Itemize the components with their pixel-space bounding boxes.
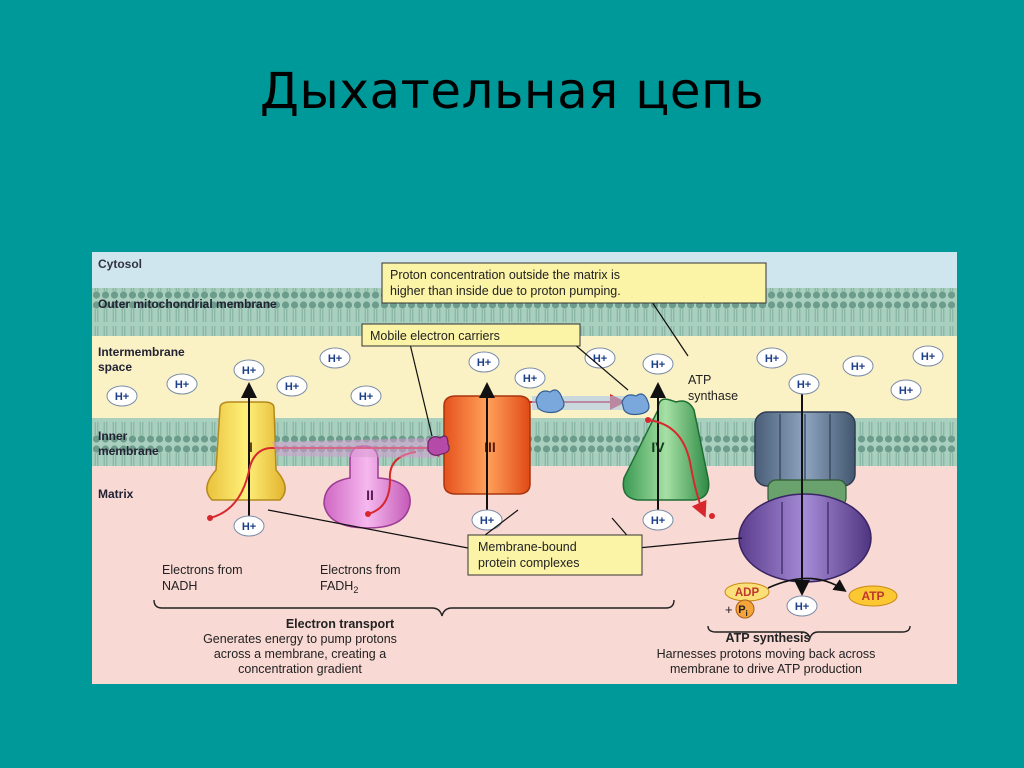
proton-h-plus-label: H+: [921, 351, 935, 363]
plus-sign: +: [725, 602, 733, 617]
cytochrome-c-carrier: [621, 393, 650, 416]
cytosol-label: Cytosol: [98, 257, 142, 271]
atp-synthesis-line-1: Harnesses protons moving back across: [657, 647, 876, 661]
proton-h-plus-badge: H+: [788, 373, 820, 395]
phosphate-subscript: i: [746, 609, 748, 618]
proton-h-plus-badge: H+: [233, 359, 265, 381]
proton-h-plus-badge: H+: [786, 595, 818, 617]
mobile-carriers-text: Mobile electron carriers: [370, 329, 500, 343]
proton-h-plus-badge: H+: [233, 515, 265, 537]
complex-i: [206, 401, 286, 501]
proton-concentration-callout: [381, 262, 767, 304]
proton-concentration-text-2: higher than inside due to proton pumping…: [390, 284, 621, 298]
intermembrane-label-1: Intermembrane: [98, 345, 185, 359]
proton-h-plus-label: H+: [851, 361, 865, 373]
membrane-bound-text-1: Membrane-bound: [478, 540, 577, 554]
proton-ions: H+ H+ H+ H+ H+ H+ H+ H+ H+ H+ H+ H+ H+ H+ H+ H+ H+ H+ H+: [106, 345, 944, 617]
mobile-carriers-callout: [361, 323, 581, 347]
atp-synthase: [738, 411, 872, 583]
proton-h-plus-badge: H+: [756, 347, 788, 369]
slide-title: Дыхательная цепь: [259, 62, 765, 120]
proton-h-plus-badge: H+: [584, 347, 616, 369]
complex-iv: [622, 398, 710, 501]
proton-h-plus-label: H+: [795, 601, 809, 613]
carrier-stream: [272, 438, 436, 458]
proton-h-plus-badge: H+: [642, 509, 674, 531]
proton-h-plus-label: H+: [523, 373, 537, 385]
proton-h-plus-label: H+: [175, 379, 189, 391]
proton-h-plus-badge: H+: [106, 385, 138, 407]
proton-h-plus-badge: H+: [276, 375, 308, 397]
proton-h-plus-badge: H+: [350, 385, 382, 407]
proton-h-plus-badge: H+: [514, 367, 546, 389]
electron-transport-line-2: across a membrane, creating a: [214, 647, 386, 661]
adp-label: ADP: [735, 587, 760, 599]
complex-i-label: I: [249, 439, 253, 455]
inner-membrane-label-2: membrane: [98, 444, 159, 458]
electron-dot: [207, 515, 213, 521]
phosphate-label: Pi: [738, 604, 748, 618]
atp-label: ATP: [861, 589, 884, 603]
proton-h-plus-badge: H+: [166, 373, 198, 395]
electrons-from-fadh-1: Electrons from: [320, 563, 401, 577]
fadh-subscript: 2: [353, 585, 358, 595]
proton-h-plus-label: H+: [651, 515, 665, 527]
proton-h-plus-label: H+: [477, 357, 491, 369]
electron-transport-title: Electron transport: [286, 617, 395, 631]
proton-h-plus-label: H+: [765, 353, 779, 365]
proton-h-plus-badge: H+: [842, 355, 874, 377]
cytochrome-c-carrier: [535, 389, 565, 414]
electron-path-complex-iv: [647, 419, 707, 518]
atp-production-arrow: [767, 577, 847, 592]
proton-h-plus-badge: H+: [890, 379, 922, 401]
complex-ii-label: II: [366, 487, 374, 503]
electrons-from-nadh-2: NADH: [162, 579, 197, 593]
proton-h-plus-label: H+: [480, 515, 494, 527]
phosphate-badge: [735, 599, 755, 619]
callout-pointers: [267, 301, 743, 549]
membrane-bound-callout: [467, 534, 643, 576]
proton-h-plus-label: H+: [797, 379, 811, 391]
atp-badge: [848, 585, 898, 607]
electron-dot: [365, 511, 371, 517]
atp-synthesis-line-2: membrane to drive ATP production: [670, 662, 862, 676]
complex-iii-label: III: [484, 439, 496, 455]
proton-h-plus-badge: H+: [642, 353, 674, 375]
proton-h-plus-label: H+: [242, 365, 256, 377]
atp-synthesis-brace: [707, 625, 911, 641]
electron-transport-line-3: concentration gradient: [238, 662, 362, 676]
electrons-from-nadh-1: Electrons from: [162, 563, 243, 577]
matrix-label: Matrix: [98, 487, 134, 501]
ubiquinone-carrier: [427, 435, 450, 456]
proton-h-plus-badge: H+: [471, 509, 503, 531]
proton-h-plus-label: H+: [651, 359, 665, 371]
proton-h-plus-label: H+: [242, 521, 256, 533]
proton-h-plus-badge: H+: [912, 345, 944, 367]
electrons-from-fadh-2: FADH2: [320, 579, 358, 595]
atp-synthesis-title: ATP synthesis: [726, 631, 811, 645]
proton-h-plus-badge: H+: [319, 347, 351, 369]
inner-membrane-label-1: Inner: [98, 429, 128, 443]
phosphate-text: P: [738, 604, 745, 616]
proton-h-plus-label: H+: [899, 385, 913, 397]
atp-synthase-label-1: ATP: [688, 373, 711, 387]
proton-concentration-text-1: Proton concentration outside the matrix …: [390, 268, 620, 282]
proton-h-plus-label: H+: [593, 353, 607, 365]
proton-h-plus-label: H+: [115, 391, 129, 403]
electron-transport-line-1: Generates energy to pump protons: [203, 632, 397, 646]
membrane-bound-text-2: protein complexes: [478, 556, 579, 570]
outer-membrane-label: Outer mitochondrial membrane: [98, 297, 277, 311]
electron-dot: [709, 513, 715, 519]
proton-h-plus-label: H+: [328, 353, 342, 365]
atp-synthase-label-2: synthase: [688, 389, 738, 403]
electron-dot: [645, 417, 651, 423]
fadh-text: FADH: [320, 579, 353, 593]
electron-transport-brace: [153, 599, 675, 617]
proton-h-plus-label: H+: [285, 381, 299, 393]
proton-h-plus-badge: H+: [468, 351, 500, 373]
intermembrane-label-2: space: [98, 360, 132, 374]
respiratory-chain-diagram: Cytosol Outer mitochondrial membrane Int…: [92, 252, 957, 684]
proton-h-plus-label: H+: [359, 391, 373, 403]
